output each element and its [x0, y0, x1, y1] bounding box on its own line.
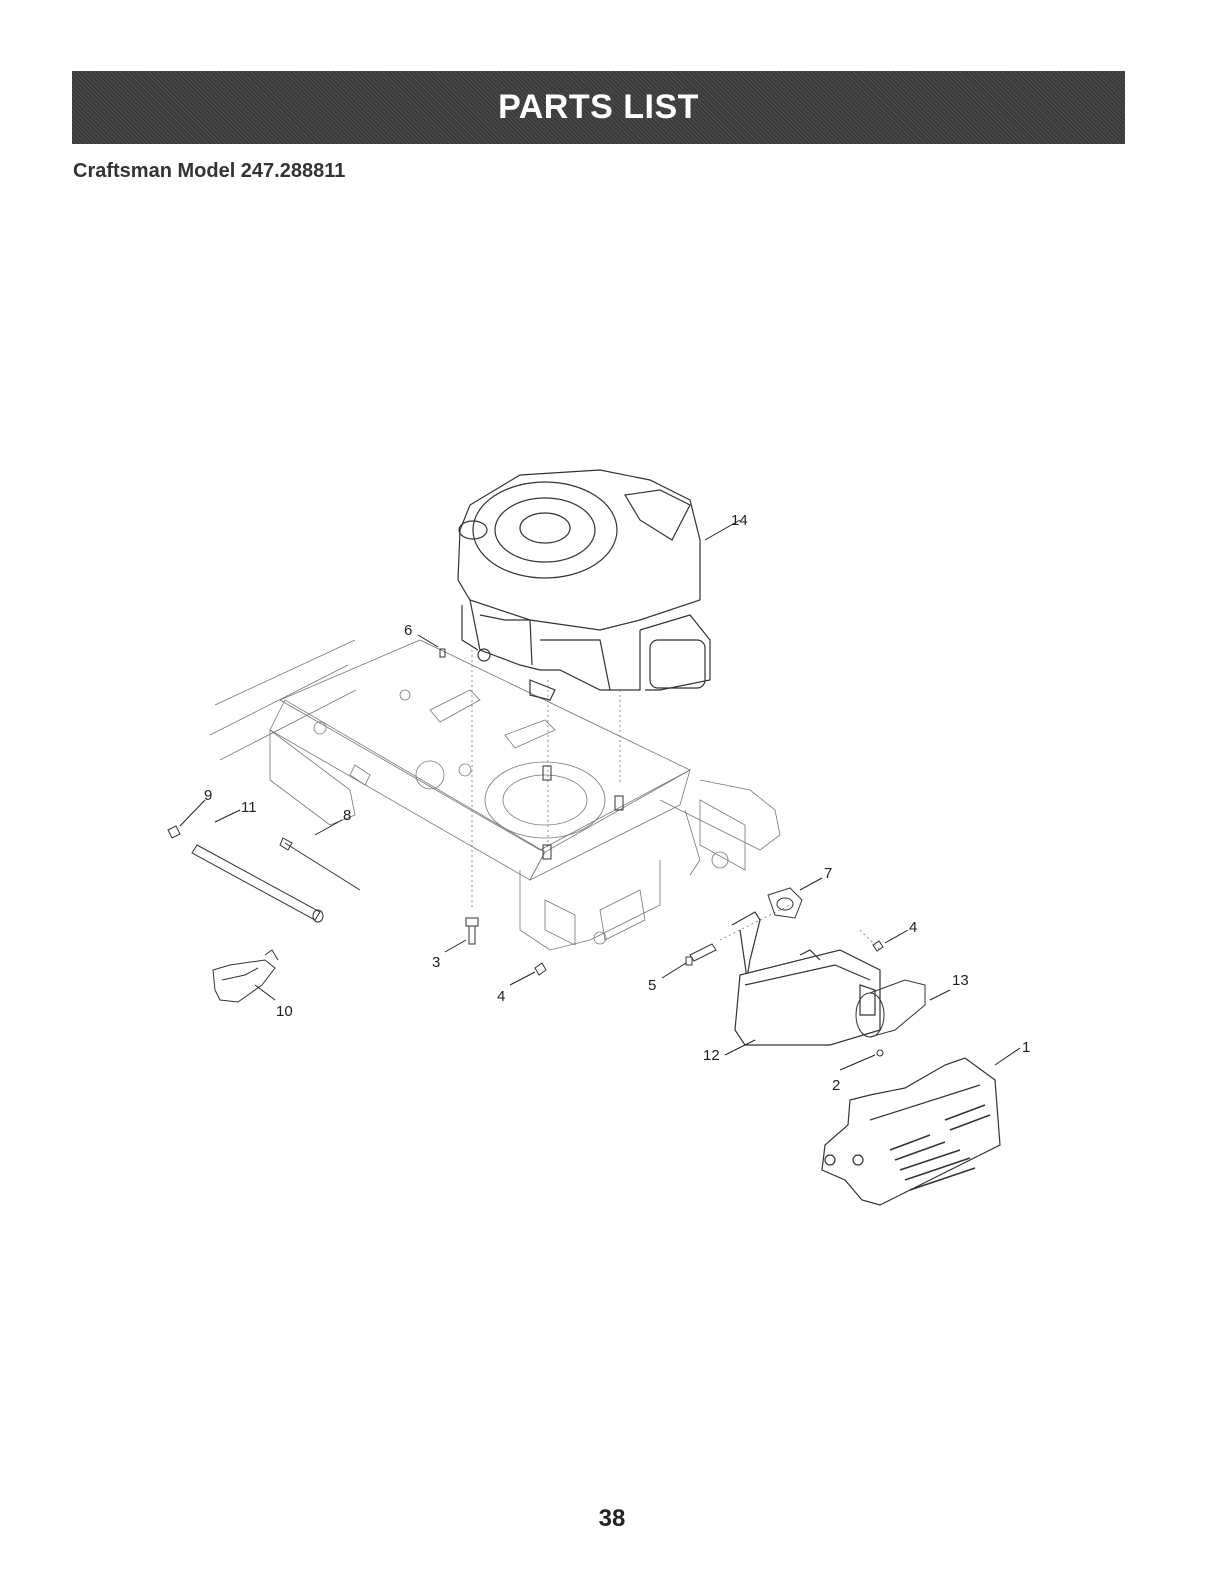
callout-label: 12	[703, 1047, 720, 1064]
callout-labels: 1 2 3 4 4 5 6 7 8 9 10 11 12 13 14	[204, 512, 1030, 1094]
gasket	[767, 887, 803, 919]
engine-spacers	[439, 648, 624, 860]
callout-label: 3	[432, 954, 440, 971]
bolt	[465, 917, 479, 945]
callout-label: 2	[832, 1077, 840, 1094]
callout-label: 11	[241, 799, 257, 816]
model-subtitle: Craftsman Model 247.288811	[73, 160, 346, 182]
spark-arrestor	[855, 979, 926, 1038]
callout-label: 1	[1022, 1039, 1030, 1056]
nut	[534, 962, 547, 976]
callout-label: 9	[204, 787, 212, 804]
nut	[872, 940, 884, 952]
callout-label: 7	[824, 865, 832, 882]
muffler-heat-shield	[821, 1057, 1001, 1206]
rod	[191, 844, 324, 923]
page-title: PARTS LIST	[498, 88, 699, 126]
chassis-frame	[209, 639, 781, 951]
cable-tie	[279, 837, 361, 891]
callout-label: 5	[648, 977, 656, 994]
muffler-bolt	[685, 943, 717, 966]
clip	[167, 825, 181, 839]
callout-label: 8	[343, 807, 351, 824]
page-number: 38	[598, 1505, 626, 1532]
muffler	[731, 911, 881, 1046]
callout-label: 6	[404, 622, 412, 639]
header-banner: PARTS LIST	[72, 71, 1125, 144]
screw	[876, 1049, 884, 1057]
heat-shield-bracket	[212, 949, 279, 1003]
callout-label: 4	[497, 988, 505, 1005]
callout-label: 10	[276, 1003, 293, 1020]
engine	[457, 469, 711, 701]
callout-label: 13	[952, 972, 969, 989]
callout-label: 14	[731, 512, 748, 529]
callout-label: 4	[909, 919, 917, 936]
